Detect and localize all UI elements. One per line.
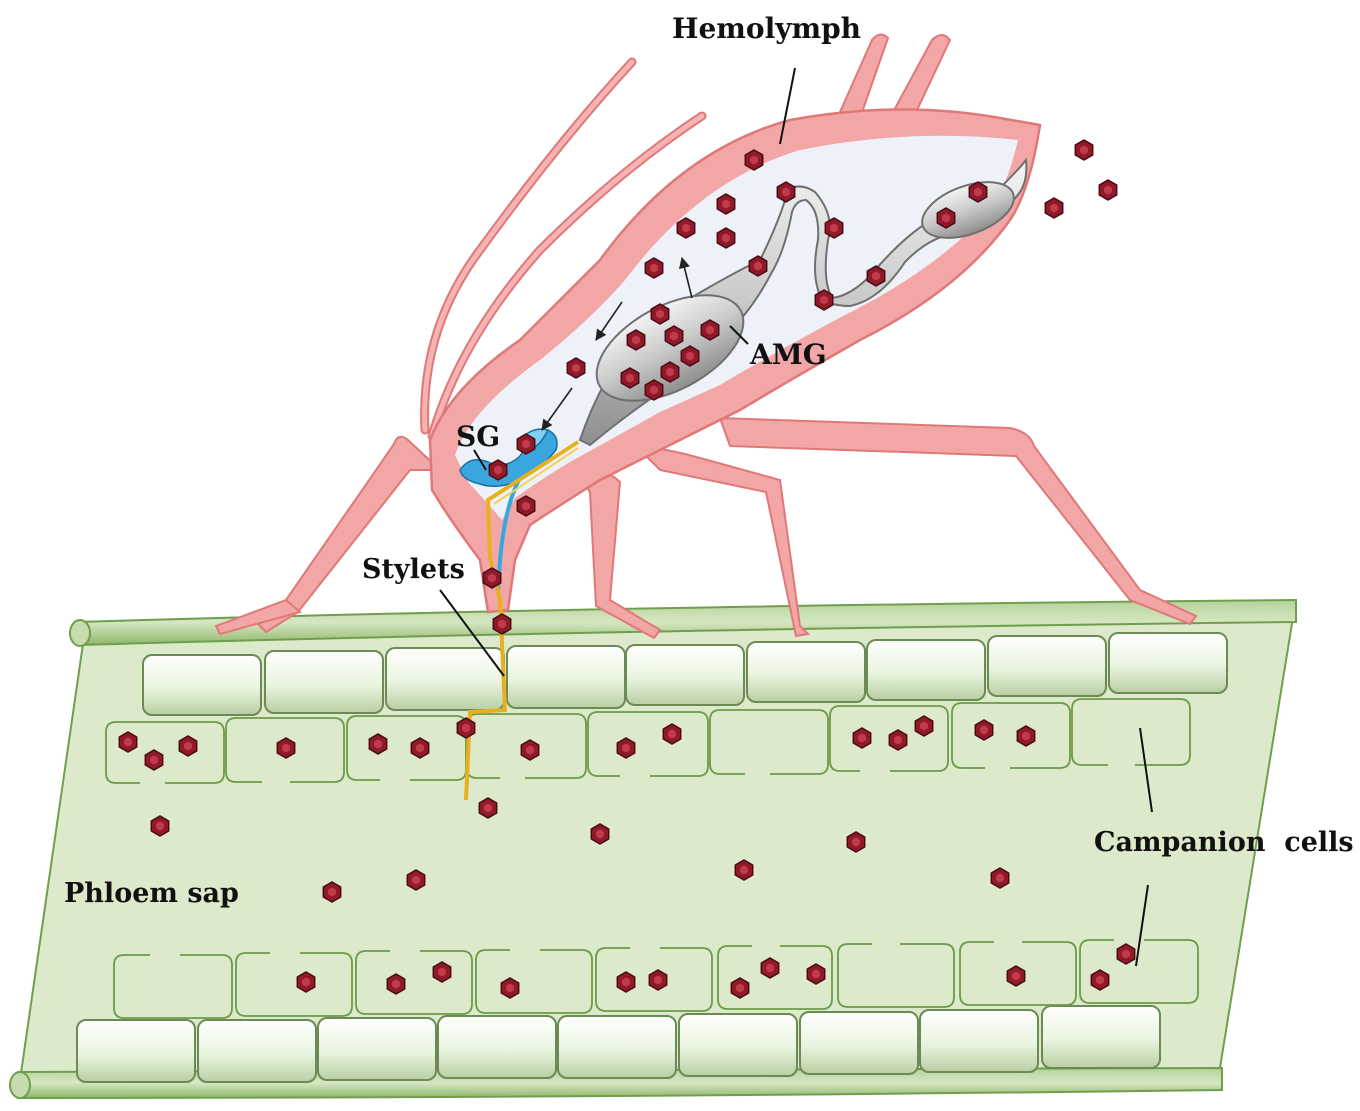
- hemolymph-label: Hemolymph: [672, 12, 861, 45]
- hexagonal-particle-icon: [457, 718, 474, 738]
- hexagonal-particle-icon: [517, 434, 534, 454]
- hexagonal-particle-icon: [735, 860, 752, 880]
- hexagonal-particle-icon: [323, 882, 340, 902]
- hexagonal-particle-icon: [969, 182, 986, 202]
- hexagonal-particle-icon: [889, 730, 906, 750]
- hexagonal-particle-icon: [489, 460, 506, 480]
- hexagonal-particle-icon: [651, 304, 668, 324]
- hexagonal-particle-icon: [1017, 726, 1034, 746]
- hexagonal-particle-icon: [433, 962, 450, 982]
- hexagonal-particle-icon: [517, 496, 534, 516]
- hexagonal-particle-icon: [297, 972, 314, 992]
- hexagonal-particle-icon: [407, 870, 424, 890]
- hexagonal-particle-icon: [749, 256, 766, 276]
- amg-label: AMG: [749, 338, 827, 371]
- hexagonal-particle-icon: [411, 738, 428, 758]
- hexagonal-particle-icon: [825, 218, 842, 238]
- hexagonal-particle-icon: [665, 326, 682, 346]
- hexagonal-particle-icon: [777, 182, 794, 202]
- hexagonal-particle-icon: [717, 194, 734, 214]
- hexagonal-particle-icon: [681, 346, 698, 366]
- sg-label: SG: [456, 420, 500, 453]
- hexagonal-particle-icon: [761, 958, 778, 978]
- hexagonal-particle-icon: [521, 740, 538, 760]
- hexagonal-particle-icon: [807, 964, 824, 984]
- hexagonal-particle-icon: [1117, 944, 1134, 964]
- hexagonal-particle-icon: [701, 320, 718, 340]
- hexagonal-particle-icon: [853, 728, 870, 748]
- hexagonal-particle-icon: [937, 208, 954, 228]
- hexagonal-particle-icon: [677, 218, 694, 238]
- hexagonal-particle-icon: [493, 614, 510, 634]
- hexagonal-particle-icon: [649, 970, 666, 990]
- hexagonal-particle-icon: [1075, 140, 1092, 160]
- stylets-label: Stylets: [362, 554, 465, 585]
- hexagonal-particle-icon: [387, 974, 404, 994]
- hexagonal-particle-icon: [567, 358, 584, 378]
- hexagonal-particle-icon: [591, 824, 608, 844]
- hexagonal-particle-icon: [179, 736, 196, 756]
- hexagonal-particle-icon: [479, 798, 496, 818]
- hexagonal-particle-icon: [745, 150, 762, 170]
- companion-cells-label: Campanion cells: [1094, 827, 1354, 858]
- hexagonal-particle-icon: [645, 258, 662, 278]
- hexagonal-particle-icon: [627, 330, 644, 350]
- hexagonal-particle-icon: [815, 290, 832, 310]
- hexagonal-particle-icon: [617, 972, 634, 992]
- hexagonal-particle-icon: [1045, 198, 1062, 218]
- hexagonal-particle-icon: [645, 380, 662, 400]
- hexagonal-particle-icon: [119, 732, 136, 752]
- hexagonal-particle-icon: [991, 868, 1008, 888]
- hexagonal-particle-icon: [151, 816, 168, 836]
- hexagonal-particle-icon: [621, 368, 638, 388]
- hexagonal-particle-icon: [277, 738, 294, 758]
- hexagonal-particle-icon: [915, 716, 932, 736]
- aphid-leg-front: [216, 437, 440, 634]
- hexagonal-particle-icon: [483, 568, 500, 588]
- hexagonal-particle-icon: [1091, 970, 1108, 990]
- hexagonal-particle-icon: [369, 734, 386, 754]
- hexagonal-particle-icon: [1007, 966, 1024, 986]
- hexagonal-particle-icon: [717, 228, 734, 248]
- hexagonal-particle-icon: [501, 978, 518, 998]
- hexagonal-particle-icon: [731, 978, 748, 998]
- phloem-sap-label: Phloem sap: [64, 878, 239, 909]
- hexagonal-particle-icon: [661, 362, 678, 382]
- hexagonal-particle-icon: [867, 266, 884, 286]
- hexagonal-particle-icon: [847, 832, 864, 852]
- hexagonal-particle-icon: [663, 724, 680, 744]
- hexagonal-particle-icon: [145, 750, 162, 770]
- hexagonal-particle-icon: [975, 720, 992, 740]
- hexagonal-particle-icon: [617, 738, 634, 758]
- hexagonal-particle-icon: [1099, 180, 1116, 200]
